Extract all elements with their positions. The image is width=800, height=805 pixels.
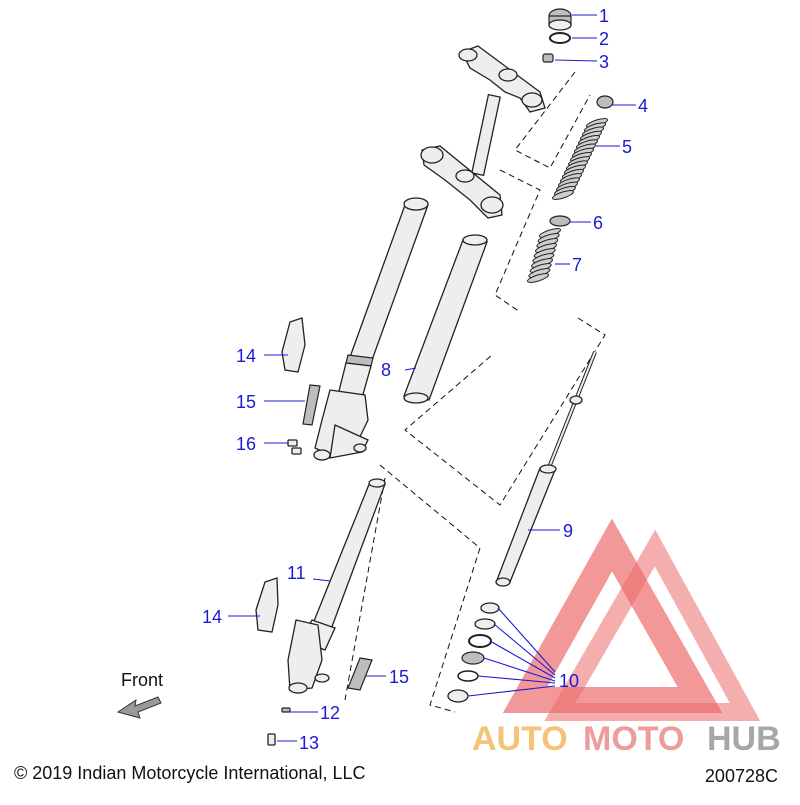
- drawing-number: 200728C: [704, 766, 778, 786]
- callout-2: 2: [599, 29, 609, 49]
- part-10-seals: [447, 602, 500, 703]
- part-1-cap-bolt: [548, 8, 572, 31]
- lower-triple-clamp: [420, 145, 504, 219]
- callout-10: 10: [559, 671, 579, 691]
- callout-11: 11: [287, 563, 306, 583]
- callout-7: 7: [572, 255, 582, 275]
- callout-15-lower: 15: [389, 667, 409, 687]
- callout-1: 1: [599, 6, 609, 26]
- part-2-o-ring: [549, 32, 571, 44]
- callout-16: 16: [236, 434, 256, 454]
- steering-stem: [471, 93, 501, 177]
- part-14-guard-lower: [255, 577, 279, 633]
- callout-6: 6: [593, 213, 603, 233]
- part-7-spring: [526, 228, 562, 283]
- part-9-damper-rod: [495, 351, 597, 587]
- copyright-notice: © 2019 Indian Motorcycle International, …: [14, 763, 366, 783]
- upper-triple-clamp: [458, 45, 546, 113]
- assembly-dash-lines: [344, 71, 606, 713]
- part-11-fork-leg: [287, 478, 386, 694]
- part-12-pin: [281, 707, 291, 713]
- callout-5: 5: [622, 137, 632, 157]
- spring-coil: [551, 190, 575, 200]
- part-16-bolts: [287, 439, 302, 455]
- front-direction-indicator: Front: [116, 670, 163, 719]
- callout-14-upper: 14: [236, 346, 256, 366]
- upper-fork-tube: [313, 197, 429, 461]
- spring-coil: [526, 273, 550, 283]
- callout-labels: 1 2 3 4 5 6 7 8 9 10 11 12 13 14 14 15 1…: [202, 6, 648, 753]
- part-15-pad-upper: [302, 384, 321, 426]
- part-15-pad-lower: [347, 657, 373, 691]
- front-arrow-icon: [116, 696, 162, 719]
- watermark-auto: AUTO: [472, 720, 568, 758]
- watermark-logo: AUTO MOTO HUB: [472, 518, 781, 758]
- callout-15-upper: 15: [236, 392, 256, 412]
- callout-12: 12: [320, 703, 340, 723]
- callout-8: 8: [381, 360, 391, 380]
- part-8-outer-tube: [403, 234, 488, 404]
- callout-14-lower: 14: [202, 607, 222, 627]
- callout-4: 4: [638, 96, 648, 116]
- watermark-hub: HUB: [707, 720, 781, 758]
- part-3-nut: [542, 53, 554, 63]
- part-5-spring: [551, 118, 609, 200]
- callout-9: 9: [563, 521, 573, 541]
- part-4-collar: [596, 95, 614, 109]
- watermark-moto: MOTO: [583, 720, 684, 758]
- leader-lines: [228, 14, 636, 742]
- part-13-bolt: [267, 733, 276, 746]
- callout-3: 3: [599, 52, 609, 72]
- callout-13: 13: [299, 733, 319, 753]
- part-14-guard-upper: [281, 317, 306, 373]
- front-label: Front: [121, 670, 163, 690]
- part-6-spacer: [549, 215, 571, 227]
